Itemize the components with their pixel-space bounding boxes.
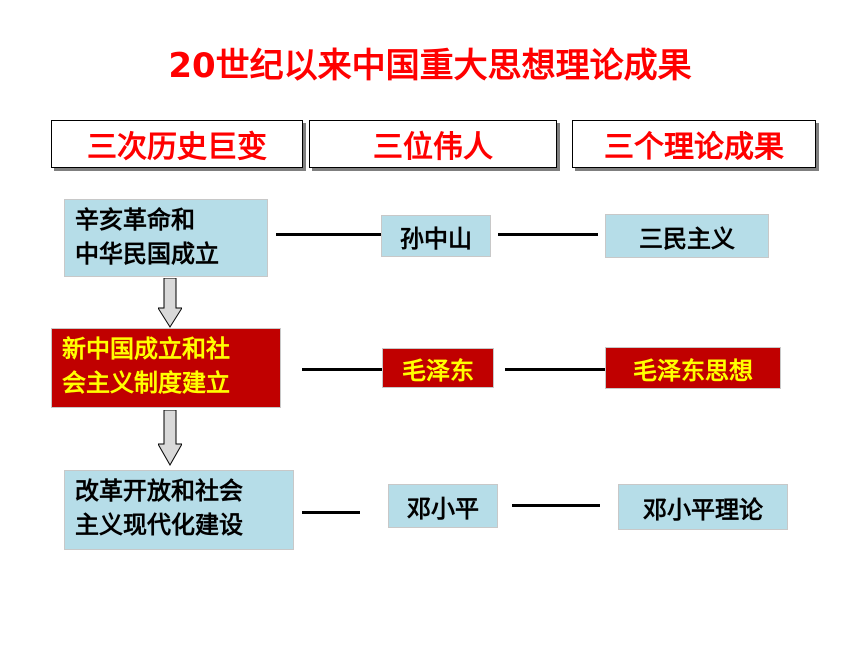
connector-line <box>512 504 600 507</box>
person-box-sun-yatsen: 孙中山 <box>381 215 491 257</box>
down-arrow-icon <box>158 410 182 466</box>
event-line: 主义现代化建设 <box>75 511 243 539</box>
connector-line <box>302 368 382 371</box>
event-line: 新中国成立和社 <box>62 335 230 363</box>
person-label: 邓小平 <box>407 494 479 523</box>
down-arrow-icon <box>158 278 182 328</box>
person-label: 毛泽东 <box>402 356 474 385</box>
theory-label: 毛泽东思想 <box>633 356 753 385</box>
connector-line <box>498 233 598 236</box>
header-label: 三次历史巨变 <box>87 130 267 165</box>
theory-label: 邓小平理论 <box>643 495 763 524</box>
event-box-reform: 改革开放和社会 主义现代化建设 <box>64 470 294 550</box>
person-box-deng-xiaoping: 邓小平 <box>388 484 498 528</box>
event-line: 辛亥革命和 <box>75 206 195 234</box>
page-title: 20世纪以来中国重大思想理论成果 <box>168 46 692 86</box>
person-box-mao-zedong: 毛泽东 <box>382 348 494 388</box>
header-theory-results: 三个理论成果 <box>572 120 816 168</box>
connector-line <box>276 233 381 236</box>
event-line: 会主义制度建立 <box>62 369 230 397</box>
theory-box-deng-theory: 邓小平理论 <box>618 484 788 530</box>
connector-line <box>505 368 605 371</box>
theory-box-mao-thought: 毛泽东思想 <box>605 347 781 389</box>
connector-line <box>302 511 360 514</box>
event-line: 改革开放和社会 <box>75 477 243 505</box>
theory-box-three-principles: 三民主义 <box>605 214 769 258</box>
event-box-xinhai: 辛亥革命和 中华民国成立 <box>64 199 268 277</box>
header-label: 三位伟人 <box>373 130 493 165</box>
person-label: 孙中山 <box>400 224 472 253</box>
event-box-new-china: 新中国成立和社 会主义制度建立 <box>51 328 281 408</box>
header-historical-changes: 三次历史巨变 <box>51 120 303 168</box>
header-label: 三个理论成果 <box>604 130 784 165</box>
event-line: 中华民国成立 <box>75 240 219 268</box>
theory-label: 三民主义 <box>639 224 735 253</box>
header-great-figures: 三位伟人 <box>309 120 557 168</box>
